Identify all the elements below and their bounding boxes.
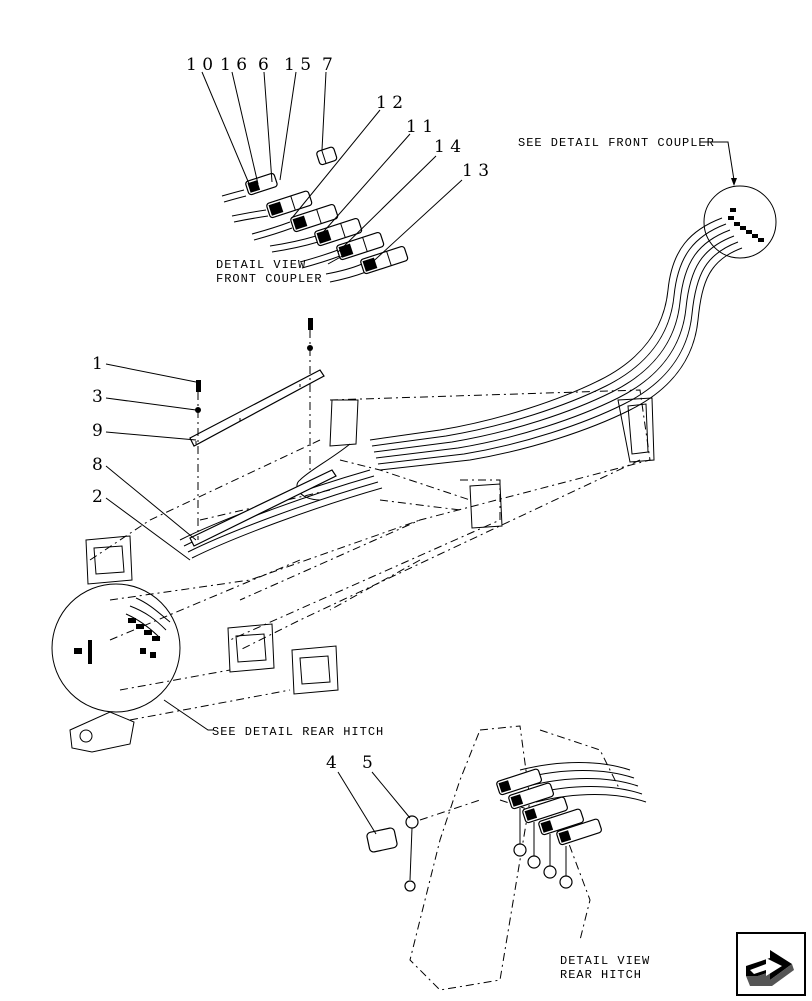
part-4-plug [366,827,398,853]
callout-7: 7 [322,55,333,75]
hose-bundle [369,217,743,471]
callout-9: 9 [92,421,103,441]
mini-rear-couplers [74,618,160,664]
next-page-button[interactable] [736,932,806,996]
callout-6: 6 [258,55,269,75]
captions: SEE DETAIL FRONT COUPLER DETAIL VIEW FRO… [212,136,715,982]
callout-11: 1 1 [406,117,433,137]
callout-4: 4 [326,753,337,773]
left-leader-lines [105,363,197,561]
front-coupler-detail-title-1: DETAIL VIEW [216,258,306,272]
callout-5: 5 [362,753,373,773]
front-coupler-reference [700,141,777,259]
rear-hitch-detail-title-2: REAR HITCH [560,968,642,982]
front-coupler-hoses [221,189,367,283]
callout-1: 1 [92,354,103,374]
callout-3: 3 [92,387,103,407]
callout-8: 8 [92,455,103,475]
hitch-frame-assembly [69,389,655,753]
rear-hitch-see-detail: SEE DETAIL REAR HITCH [212,725,384,739]
callout-12: 1 2 [376,93,403,113]
next-page-arrow-icon [736,932,806,996]
rear-hitch-detail-title-1: DETAIL VIEW [560,954,650,968]
callout-13: 1 3 [462,161,489,181]
callout-15: 1 5 [284,55,311,75]
part-5-strap [404,799,481,892]
rear-hitch-detail [337,725,647,991]
hose-clamp-parts [189,318,337,547]
callout-2: 2 [92,487,103,507]
mini-coupler-group [728,208,764,242]
callout-14: 1 4 [434,137,461,157]
front-coupler-see-detail: SEE DETAIL FRONT COUPLER [518,136,715,150]
front-coupler-detail-title-2: FRONT COUPLER [216,272,323,286]
front-leader-lines [201,71,463,269]
callout-labels: 1 0 1 6 6 1 5 7 1 2 1 1 1 4 1 3 1 3 9 8 … [92,55,489,773]
callout-10: 1 0 [186,55,213,75]
front-coupler-detail [201,71,463,283]
rear-hitch-reference [51,583,214,731]
coupler-fittings [245,146,409,275]
callout-16: 1 6 [220,55,247,75]
